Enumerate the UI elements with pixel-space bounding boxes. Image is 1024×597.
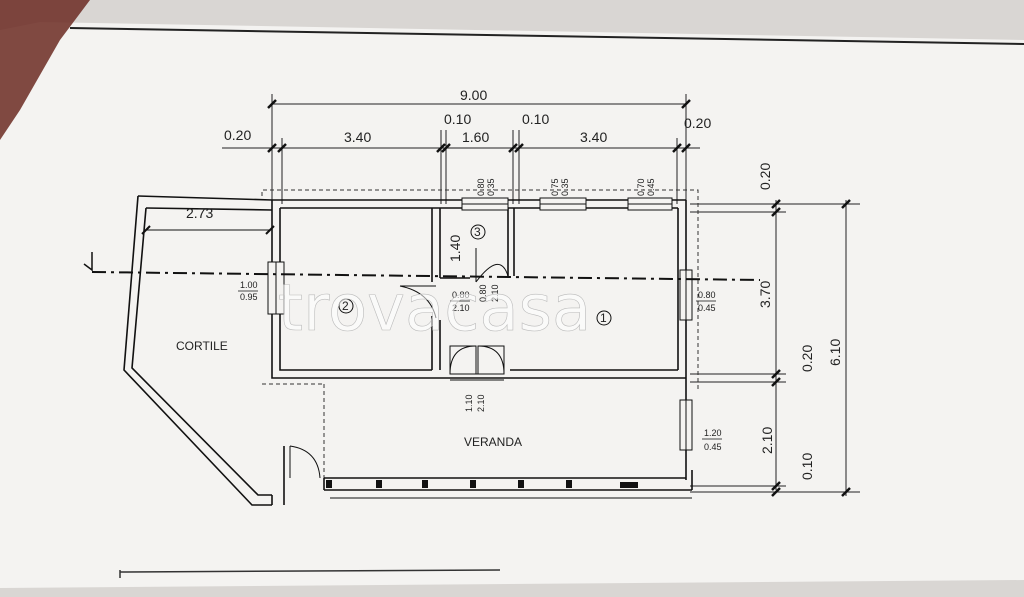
opening-label: 0.35 bbox=[486, 178, 496, 196]
opening-label: 2.10 bbox=[452, 303, 470, 313]
opening-label: 0.70 bbox=[636, 178, 646, 196]
sheet-top-line bbox=[69, 27, 1024, 45]
opening-label: 0.95 bbox=[240, 292, 258, 302]
dim-right-5: 0.10 bbox=[799, 453, 815, 480]
room-number-3: 3 bbox=[474, 225, 481, 239]
section-arrow bbox=[83, 252, 93, 272]
opening-label: 1.10 bbox=[464, 394, 474, 412]
section-line bbox=[91, 271, 761, 281]
sheet-bottom-line bbox=[119, 569, 501, 573]
opening-label: 1.40 bbox=[447, 235, 463, 262]
dim-seg-4: 1.60 bbox=[462, 129, 489, 145]
dim-right-2: 3.70 bbox=[757, 281, 773, 308]
opening-label: 0.80 bbox=[476, 178, 486, 196]
opening-label: 0.45 bbox=[698, 303, 716, 313]
dim-right-total: 6.10 bbox=[827, 339, 843, 366]
room-number-1: 1 bbox=[600, 311, 607, 325]
opening-label: 0.80 bbox=[478, 284, 488, 302]
opening-label: 2.10 bbox=[490, 284, 500, 302]
dim-cortile-width: 2.73 bbox=[186, 205, 213, 221]
opening-label: 0.45 bbox=[704, 442, 722, 452]
dim-right-4: 2.10 bbox=[759, 427, 775, 454]
dim-seg-3: 0.10 bbox=[444, 111, 471, 127]
dim-total-width: 9.00 bbox=[460, 87, 487, 103]
opening-label: 1.20 bbox=[704, 428, 722, 438]
dim-right-1: 0.20 bbox=[757, 163, 773, 190]
opening-label: 0.75 bbox=[550, 178, 560, 196]
door-arc-cortile bbox=[289, 445, 321, 479]
opening-label: 1.00 bbox=[240, 280, 258, 290]
opening-label: 2.10 bbox=[476, 394, 486, 412]
page-shadow bbox=[0, 0, 90, 140]
opening-label: 0.45 bbox=[646, 178, 656, 196]
room-2-marker bbox=[338, 298, 354, 314]
door-arc-room2 bbox=[399, 285, 437, 319]
room-label-veranda: VERANDA bbox=[464, 435, 522, 449]
opening-label: 0.35 bbox=[560, 178, 570, 196]
room-1-marker bbox=[596, 310, 612, 326]
opening-label: 0.80 bbox=[452, 290, 470, 300]
wall-left-bottom-outer bbox=[271, 200, 686, 379]
paper-sheet bbox=[0, 22, 1024, 588]
watermark-logo: trovacasa bbox=[278, 272, 591, 346]
dim-seg-7: 0.20 bbox=[684, 115, 711, 131]
dim-seg-1: 0.20 bbox=[224, 127, 251, 143]
dim-seg-5: 0.10 bbox=[522, 111, 549, 127]
opening-label: 0.80 bbox=[698, 290, 716, 300]
room-label-cortile: CORTILE bbox=[176, 339, 228, 353]
dim-seg-6: 3.40 bbox=[580, 129, 607, 145]
dim-right-3: 0.20 bbox=[799, 345, 815, 372]
room-number-2: 2 bbox=[342, 299, 349, 313]
dashed-roof-outline bbox=[261, 189, 699, 390]
dim-seg-2: 3.40 bbox=[344, 129, 371, 145]
room-3-marker bbox=[470, 224, 486, 240]
